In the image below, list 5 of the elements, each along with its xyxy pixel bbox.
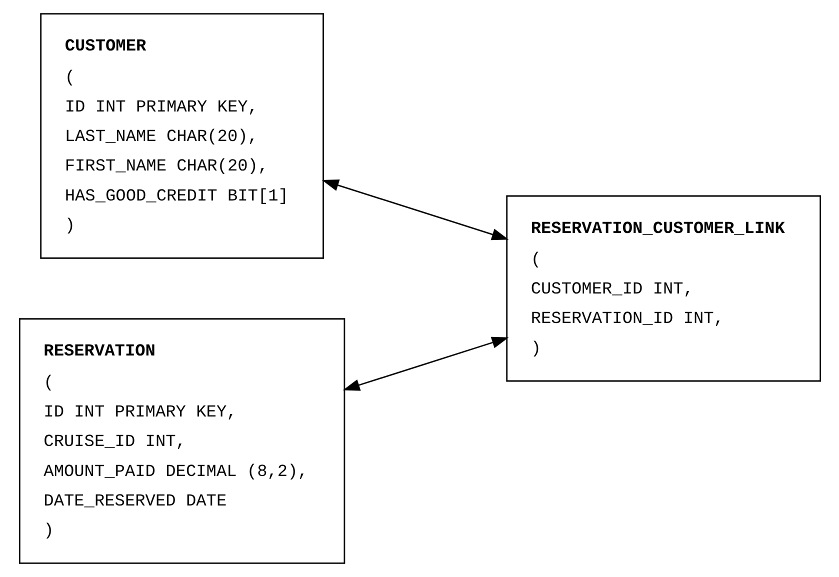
node-box: CUSTOMER ( ID INT PRIMARY KEY, LAST_NAME CHAR(20), FIRST_NAME CHAR(20), HAS_GOOD_CREDIT BIT[1] ) [40, 13, 324, 259]
arrow [342, 336, 508, 391]
node-box: RESERVATION ( ID INT PRIMARY KEY, CRUISE_ID INT, AMOUNT_PAID DECIMAL (8,2), DATE_RESERVED DATE ) [18, 318, 345, 564]
node-box: RESERVATION_CUSTOMER_LINK ( CUSTOMER_ID INT, RESERVATION_ID INT, ) [506, 195, 821, 382]
arrow [321, 180, 508, 240]
